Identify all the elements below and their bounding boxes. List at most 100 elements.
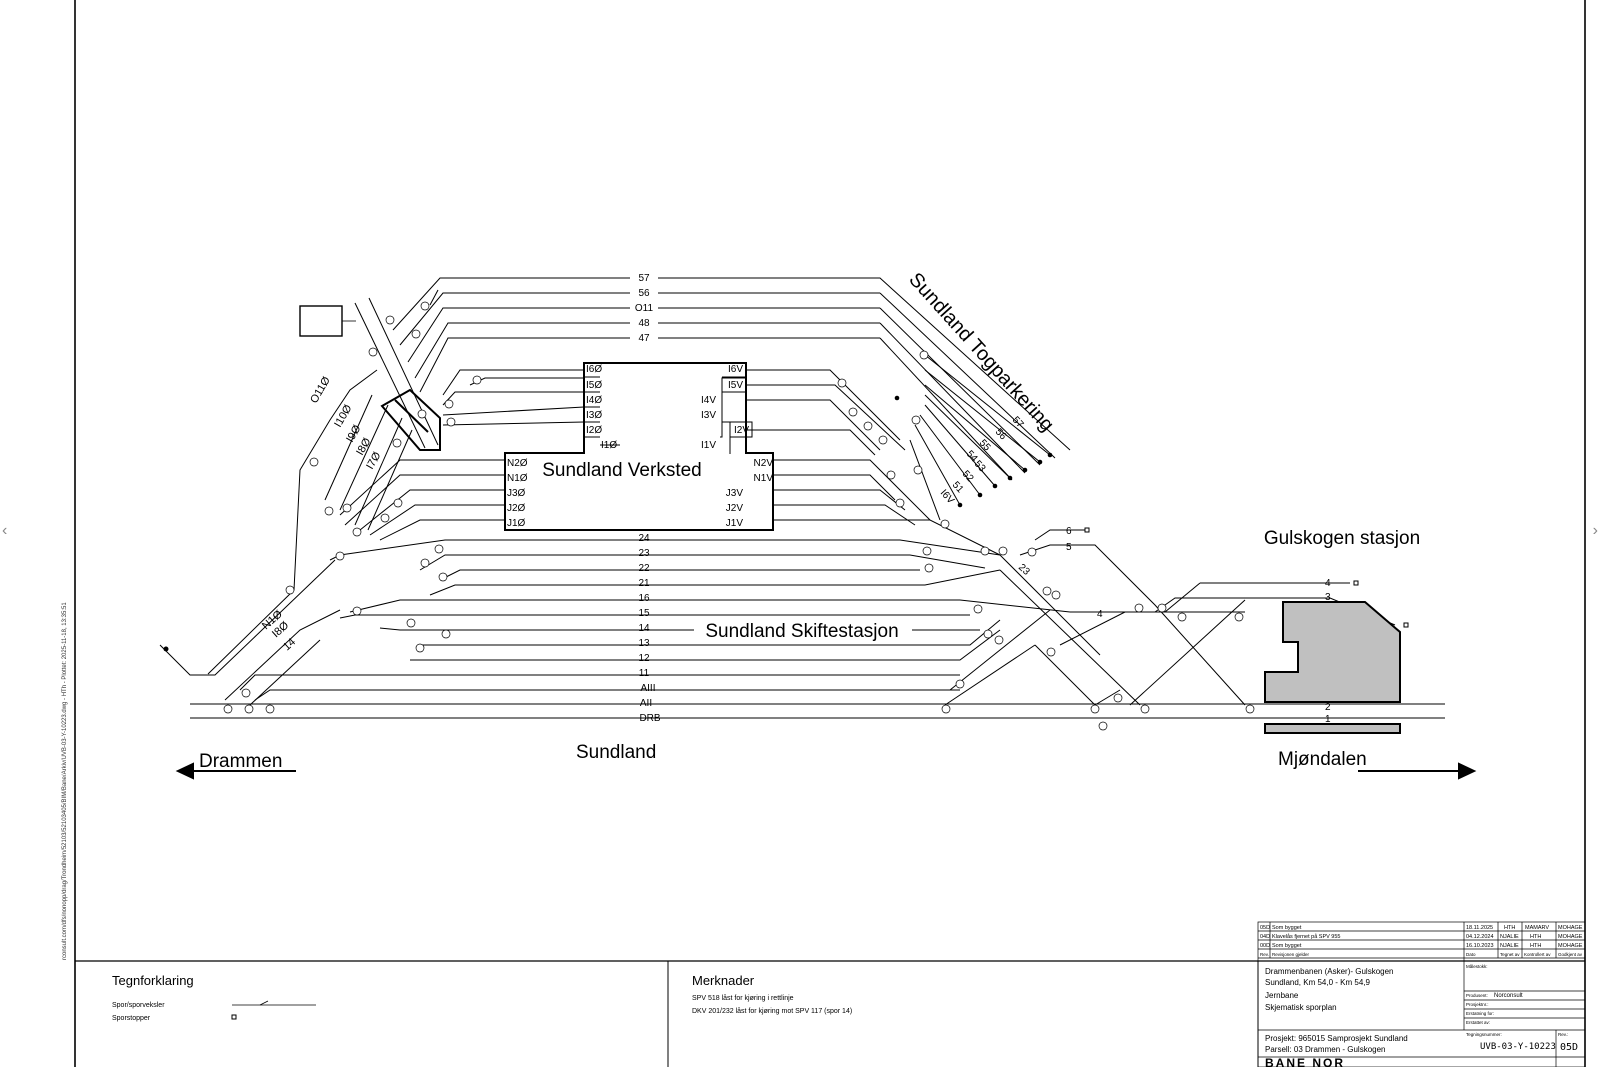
legend-item-label: Spor/sporveksler bbox=[112, 1002, 165, 1009]
port-label: I3V bbox=[701, 410, 716, 421]
port-label: I5Ø bbox=[586, 380, 602, 391]
port-label: J1V bbox=[726, 518, 744, 529]
rev-label: Rev.: bbox=[1558, 1032, 1568, 1037]
producer-value: Norconsult bbox=[1494, 993, 1523, 999]
port-label: I1Ø bbox=[601, 440, 617, 451]
field-label: Målestokk: bbox=[1466, 963, 1488, 969]
rev-cell: Som bygget bbox=[1272, 925, 1302, 931]
port-label: I1V bbox=[701, 440, 716, 451]
track-label: AIII bbox=[640, 683, 655, 694]
verksted-ports bbox=[584, 376, 753, 454]
port-label: N2V bbox=[754, 458, 774, 469]
platform-building bbox=[1264, 601, 1401, 703]
west-diagonal-labels: O11Ø I10Ø I9Ø I8Ø I7Ø bbox=[308, 374, 383, 471]
rev-cell: MAMARV bbox=[1525, 925, 1549, 931]
rev-cell: Som bygget bbox=[1272, 943, 1302, 949]
project-info: Prosjekt: 965015 Samprosjekt Sundland Pa… bbox=[1265, 1034, 1408, 1054]
project-line: Prosjekt: 965015 Samprosjekt Sundland bbox=[1265, 1034, 1408, 1043]
rev-header-cell: Tegnet av bbox=[1500, 952, 1520, 957]
previous-page-arrow[interactable]: ‹ bbox=[2, 522, 8, 539]
project-line: Parsell: 03 Drammen - Gulskogen bbox=[1265, 1045, 1386, 1054]
drawing-description: Drammenbanen (Asker)- Gulskogen Sundland… bbox=[1265, 967, 1394, 1012]
rev-cell: HTH bbox=[1504, 925, 1515, 931]
revision-table: 05D Som bygget 18.11.2025 HTH MAMARV MOH… bbox=[1260, 925, 1583, 957]
rev-header-cell: Godkjent av bbox=[1558, 952, 1583, 957]
gulskogen-title: Gulskogen stasjon bbox=[1264, 528, 1420, 549]
rev-cell: Klavelås fjernet på SPV 955 bbox=[1272, 933, 1341, 940]
rev-cell: MOHAGE bbox=[1558, 925, 1583, 931]
title-block bbox=[1257, 921, 1586, 1067]
port-label: I5V bbox=[728, 380, 743, 391]
track-label: 2 bbox=[1325, 702, 1331, 713]
verksted-port-labels: I6Ø I5Ø I4Ø I3Ø I2Ø I1Ø N2Ø N1Ø J3Ø J2Ø … bbox=[507, 364, 773, 529]
south-west-labels: N1Ø I8Ø 14 bbox=[260, 608, 298, 653]
legend-item-label: Sporstopper bbox=[112, 1015, 151, 1022]
port-label: I6V bbox=[728, 364, 743, 375]
rev-cell: HTH bbox=[1530, 943, 1541, 949]
track-label: 16 bbox=[638, 593, 650, 604]
track-label: 23 bbox=[638, 548, 650, 559]
port-label: J1Ø bbox=[507, 518, 526, 529]
track-label: 4 bbox=[1097, 609, 1103, 620]
signal-cabin bbox=[299, 305, 356, 337]
description-line: Drammenbanen (Asker)- Gulskogen bbox=[1265, 967, 1394, 976]
buffer-stop-icon bbox=[231, 1014, 237, 1020]
middle-track-labels: 24 23 22 21 16 15 14 13 12 11 AIII AII D… bbox=[638, 533, 660, 724]
rev-header-cell: Dato bbox=[1466, 952, 1476, 957]
skiftestasjon-title: Sundland Skiftestasjon bbox=[705, 621, 898, 642]
track-label: 5 bbox=[1066, 542, 1072, 553]
track-label: 21 bbox=[638, 578, 650, 589]
legend-title: Tegnforklaring bbox=[112, 973, 194, 988]
plot-path-text: rconsult.com/dfs/nonopp/drag/Trondheim/5… bbox=[62, 602, 68, 960]
drawing-number-label: Tegningsnummer: bbox=[1466, 1032, 1502, 1037]
track-label: 15 bbox=[638, 608, 650, 619]
track-label: 48 bbox=[638, 318, 650, 329]
port-label: J2V bbox=[726, 503, 744, 514]
track-label: 4 bbox=[1325, 578, 1331, 589]
sundland-label: Sundland bbox=[576, 742, 656, 763]
field-label: Erstatning for: bbox=[1466, 1011, 1494, 1016]
platform-south bbox=[1264, 723, 1401, 734]
gulskogen-platforms bbox=[1264, 601, 1401, 734]
track-label: 6 bbox=[1066, 526, 1072, 537]
next-page-arrow[interactable]: › bbox=[1592, 522, 1598, 539]
port-label: N1V bbox=[754, 473, 774, 484]
remark-line: SPV 518 låst for kjøring i rettlinje bbox=[692, 994, 794, 1002]
track-label: 57 bbox=[638, 273, 650, 284]
remarks-title: Merknader bbox=[692, 973, 755, 988]
field-label: Erstattet av: bbox=[1466, 1020, 1490, 1025]
rev-cell: 05D bbox=[1260, 925, 1270, 931]
west-diagonal-tracks bbox=[207, 289, 441, 675]
rev-cell: NJALIE bbox=[1500, 934, 1519, 940]
port-label: J2Ø bbox=[507, 503, 526, 514]
description-line: Sundland, Km 54,0 - Km 54,9 bbox=[1265, 978, 1371, 987]
mjondalen-label: Mjøndalen bbox=[1278, 749, 1367, 770]
remark-line: DKV 201/232 låst for kjøring mot SPV 117… bbox=[692, 1007, 852, 1015]
togparkering-fan bbox=[909, 354, 1051, 521]
buffer-stops bbox=[163, 527, 1409, 652]
gulskogen-track-labels: 6 5 4 4 3 2 1 bbox=[1066, 526, 1331, 725]
owner-logo: BANE NOR bbox=[1265, 1056, 1345, 1067]
rev-cell: NJALIE bbox=[1500, 943, 1519, 949]
rev-header-cell: Kontrollert av bbox=[1524, 952, 1551, 957]
rev-cell: MOHAGE bbox=[1558, 934, 1583, 940]
port-label: I3Ø bbox=[586, 410, 602, 421]
description-line: Skjematisk sporplan bbox=[1265, 1003, 1337, 1012]
rev-value: 05D bbox=[1560, 1042, 1578, 1053]
rev-cell: 18.11.2025 bbox=[1466, 925, 1493, 931]
verksted-access-tracks bbox=[339, 369, 1001, 556]
track-label: 14 bbox=[638, 623, 650, 634]
track-label: AII bbox=[640, 698, 652, 709]
parking-label: 56 bbox=[993, 427, 1009, 443]
south-west-label: 14 bbox=[281, 636, 298, 653]
rev-header-cell: Rev. bbox=[1260, 952, 1269, 957]
rev-header-cell: Revisjonen gjelder bbox=[1272, 952, 1310, 957]
top-track-labels: 57 56 O11 48 47 bbox=[630, 272, 658, 344]
field-label: Prosjektnr.: bbox=[1466, 1002, 1489, 1007]
west-diagonal-label: O11Ø bbox=[308, 374, 333, 405]
title-block-fields: Målestokk: Produsent: Prosjektnr.: Ersta… bbox=[1466, 963, 1523, 1025]
track-label: 12 bbox=[638, 653, 650, 664]
port-label: N2Ø bbox=[507, 458, 528, 469]
rev-cell: HTH bbox=[1530, 934, 1541, 940]
